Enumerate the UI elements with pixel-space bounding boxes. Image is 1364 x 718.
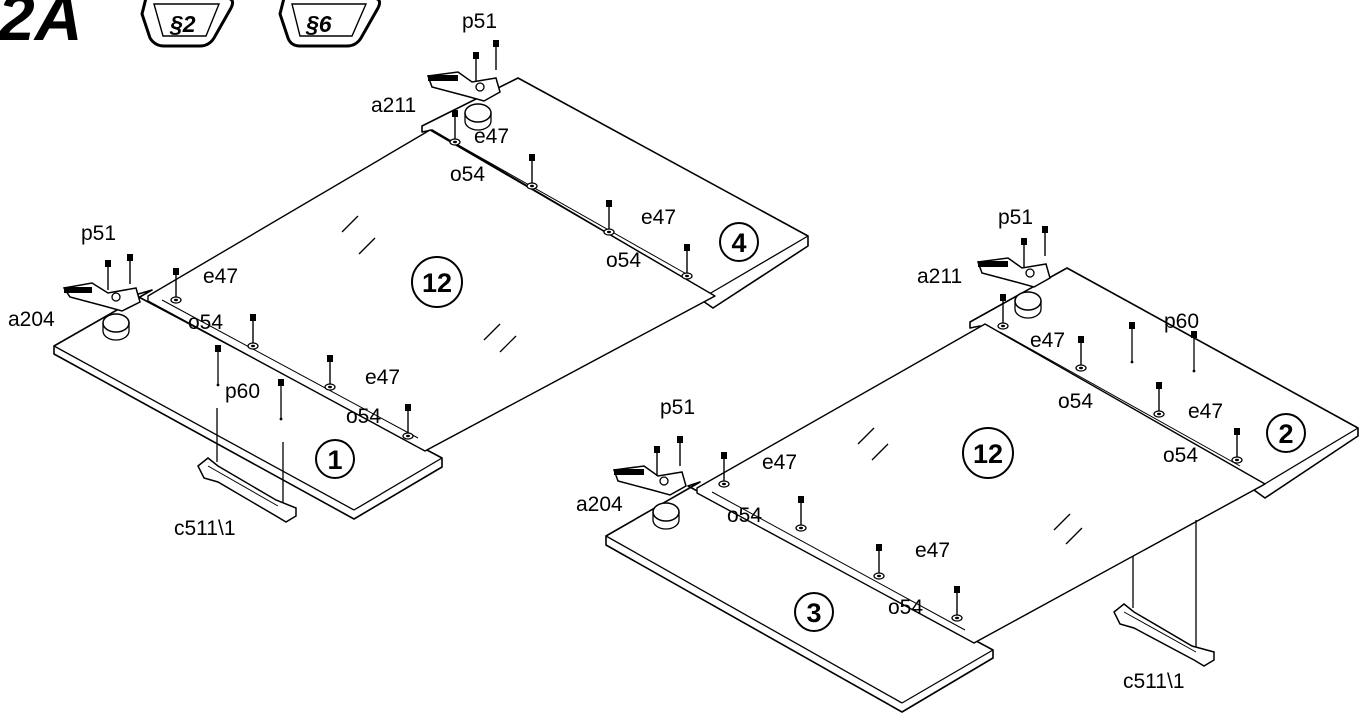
- svg-text:3: 3: [806, 598, 821, 628]
- badge-label: §6: [305, 11, 332, 37]
- label-p60: p60: [1164, 310, 1199, 333]
- label-e47: e47: [474, 125, 509, 148]
- step-header: 2A §2 §6: [0, 0, 381, 54]
- label-o54: o54: [188, 311, 223, 334]
- connector-bracket-c511: [197, 408, 297, 523]
- label-c511: c511\1: [174, 517, 236, 540]
- part-number-12: 12: [962, 427, 1014, 479]
- label-o54: o54: [346, 405, 381, 428]
- svg-text:12: 12: [422, 268, 452, 298]
- label-o54: o54: [1163, 444, 1198, 467]
- hinge-a211: [976, 225, 1051, 319]
- panel-3: [605, 481, 994, 713]
- label-p51: p51: [998, 206, 1033, 229]
- label-p60: p60: [225, 380, 260, 403]
- label-a211: a211: [917, 265, 962, 288]
- label-a204: a204: [8, 308, 55, 331]
- label-p51: p51: [81, 222, 116, 245]
- label-o54: o54: [727, 504, 762, 527]
- label-a204: a204: [576, 493, 623, 516]
- part-number-12: 12: [411, 256, 463, 308]
- hinge-a204: [612, 435, 687, 530]
- label-e47: e47: [1030, 329, 1065, 352]
- right-assembly: 12 3 2 p51 a211 p60 e47 o54 e47 o54 p51 …: [576, 206, 1359, 713]
- label-e47: e47: [203, 265, 238, 288]
- badge-section-6: §6: [278, 0, 381, 48]
- badge-section-2: §2: [140, 0, 234, 48]
- left-assembly: 12 1 4 p51 a204 e47 o54 p60 e47 o54 c511…: [8, 10, 809, 540]
- svg-text:2: 2: [1278, 419, 1293, 449]
- part-number-3: 3: [794, 592, 834, 632]
- svg-text:12: 12: [973, 439, 1003, 469]
- glass-door-12: [696, 323, 1266, 644]
- label-e47: e47: [1188, 400, 1223, 423]
- label-o54: o54: [1058, 390, 1093, 413]
- label-e47: e47: [915, 539, 950, 562]
- label-a211: a211: [371, 94, 416, 117]
- part-number-1: 1: [315, 439, 355, 479]
- label-c511: c511\1: [1123, 670, 1185, 693]
- label-p51: p51: [660, 396, 695, 419]
- connector-bracket-c511: [1113, 520, 1215, 667]
- label-o54: o54: [888, 596, 923, 619]
- label-p51: p51: [462, 10, 497, 33]
- label-e47: e47: [365, 366, 400, 389]
- step-number: 2A: [0, 0, 82, 54]
- hinge-a211: [426, 39, 501, 131]
- svg-text:4: 4: [731, 228, 746, 258]
- badge-label: §2: [169, 11, 196, 37]
- part-number-4: 4: [719, 222, 759, 262]
- label-o54: o54: [606, 249, 641, 272]
- label-o54: o54: [450, 163, 485, 186]
- label-e47: e47: [641, 206, 676, 229]
- part-number-2: 2: [1266, 413, 1306, 453]
- hinge-a204: [62, 253, 141, 341]
- svg-text:1: 1: [327, 445, 342, 475]
- label-e47: e47: [762, 451, 797, 474]
